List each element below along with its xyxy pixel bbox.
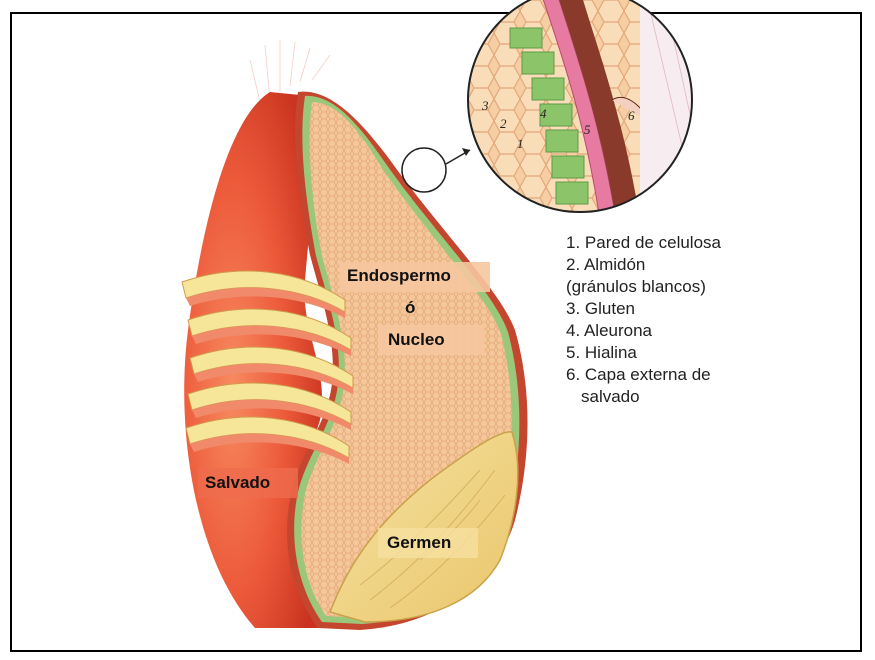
legend: 1. Pared de celulosa 2. Almidón (gránulo…: [566, 232, 721, 408]
magnifier-circle: [402, 148, 446, 192]
label-nucleo: Nucleo: [388, 330, 445, 350]
inset-number-5: 5: [584, 122, 591, 138]
label-endospermo: Endospermo: [347, 266, 451, 286]
legend-item-2: 2. Almidón: [566, 254, 721, 276]
legend-item-3: 3. Gluten: [566, 298, 721, 320]
legend-item-6: 6. Capa externa de: [566, 364, 721, 386]
inset-zoom: [460, 0, 720, 220]
inset-number-6: 6: [628, 108, 635, 124]
legend-item-4: 4. Aleurona: [566, 320, 721, 342]
label-germen: Germen: [387, 533, 451, 553]
label-salvado: Salvado: [205, 473, 270, 493]
inset-number-4: 4: [540, 106, 547, 122]
inset-number-1: 1: [517, 136, 524, 152]
label-o: ó: [405, 298, 415, 318]
inset-number-3: 3: [482, 98, 489, 114]
legend-item-1: 1. Pared de celulosa: [566, 232, 721, 254]
legend-item-5: 5. Hialina: [566, 342, 721, 364]
legend-item-6-sub: salvado: [566, 386, 721, 408]
inset-number-2: 2: [500, 116, 507, 132]
legend-item-2-sub: (gránulos blancos): [566, 276, 721, 298]
